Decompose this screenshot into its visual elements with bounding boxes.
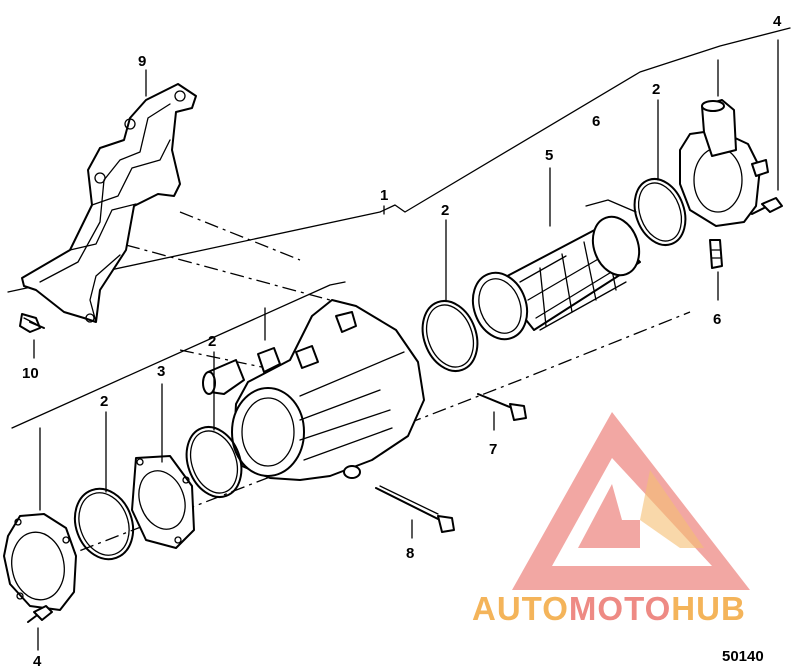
diagram-number: 50140: [722, 648, 764, 665]
o-ring-tube-front: [421, 300, 479, 372]
callout-2: 2: [100, 393, 109, 410]
heat-exchanger-housing: [202, 299, 425, 481]
watermark-text: AUTOMOTOHUB: [472, 592, 746, 625]
callout-8: 8: [406, 545, 415, 562]
o-ring-rear: [633, 178, 687, 246]
o-ring-housing-front: [185, 426, 243, 498]
bolt-item-8: [375, 485, 455, 539]
end-cover-rear: [679, 59, 769, 227]
callout-3: 3: [157, 363, 166, 380]
assembly-bracket-line-upper: [7, 27, 791, 293]
callout-9: 9: [138, 53, 147, 70]
bolt-item-10: [19, 313, 45, 359]
callout-7: 7: [489, 441, 498, 458]
bolt-item-4-lower: [27, 605, 53, 651]
callout-4: 4: [33, 653, 42, 670]
callout-1: 1: [380, 187, 389, 204]
watermark-text-part3: HUB: [671, 590, 746, 627]
callout-4: 4: [773, 13, 782, 30]
tube-bundle: [471, 199, 641, 341]
assembly-bracket-line-lower: [11, 281, 346, 429]
callout-5: 5: [545, 147, 554, 164]
callout-2: 2: [208, 333, 217, 350]
leader-lines: [105, 69, 659, 493]
center-axis-line-2: [99, 237, 421, 401]
watermark-text-part1: AUTO: [472, 590, 569, 627]
callout-10: 10: [22, 365, 39, 382]
callout-2: 2: [652, 81, 661, 98]
mounting-bracket: [21, 83, 197, 323]
center-axis-line-3: [179, 211, 301, 261]
callout-6: 6: [592, 113, 601, 130]
bolt-item-4-upper: [751, 39, 783, 215]
callout-2: 2: [441, 202, 450, 219]
bolt-item-7: [477, 393, 527, 431]
drain-plug: [709, 239, 723, 301]
cover-gasket: [131, 455, 195, 549]
callout-6: 6: [713, 311, 722, 328]
end-cover-front: [3, 427, 77, 611]
watermark-text-part2: MOTO: [568, 590, 672, 627]
watermark-logo: [512, 412, 750, 590]
o-ring-front: [73, 487, 135, 561]
